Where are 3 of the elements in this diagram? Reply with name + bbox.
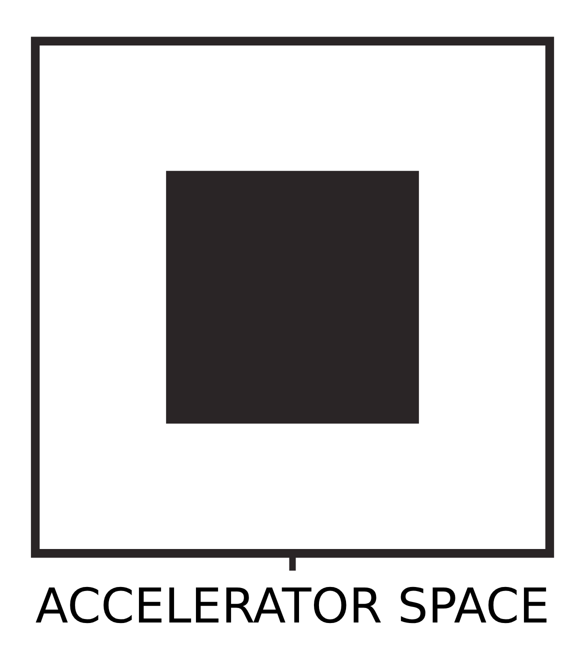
node-box <box>166 170 419 424</box>
cluster <box>30 36 554 558</box>
node-text: ACCELERATOR SPACE <box>35 578 550 634</box>
